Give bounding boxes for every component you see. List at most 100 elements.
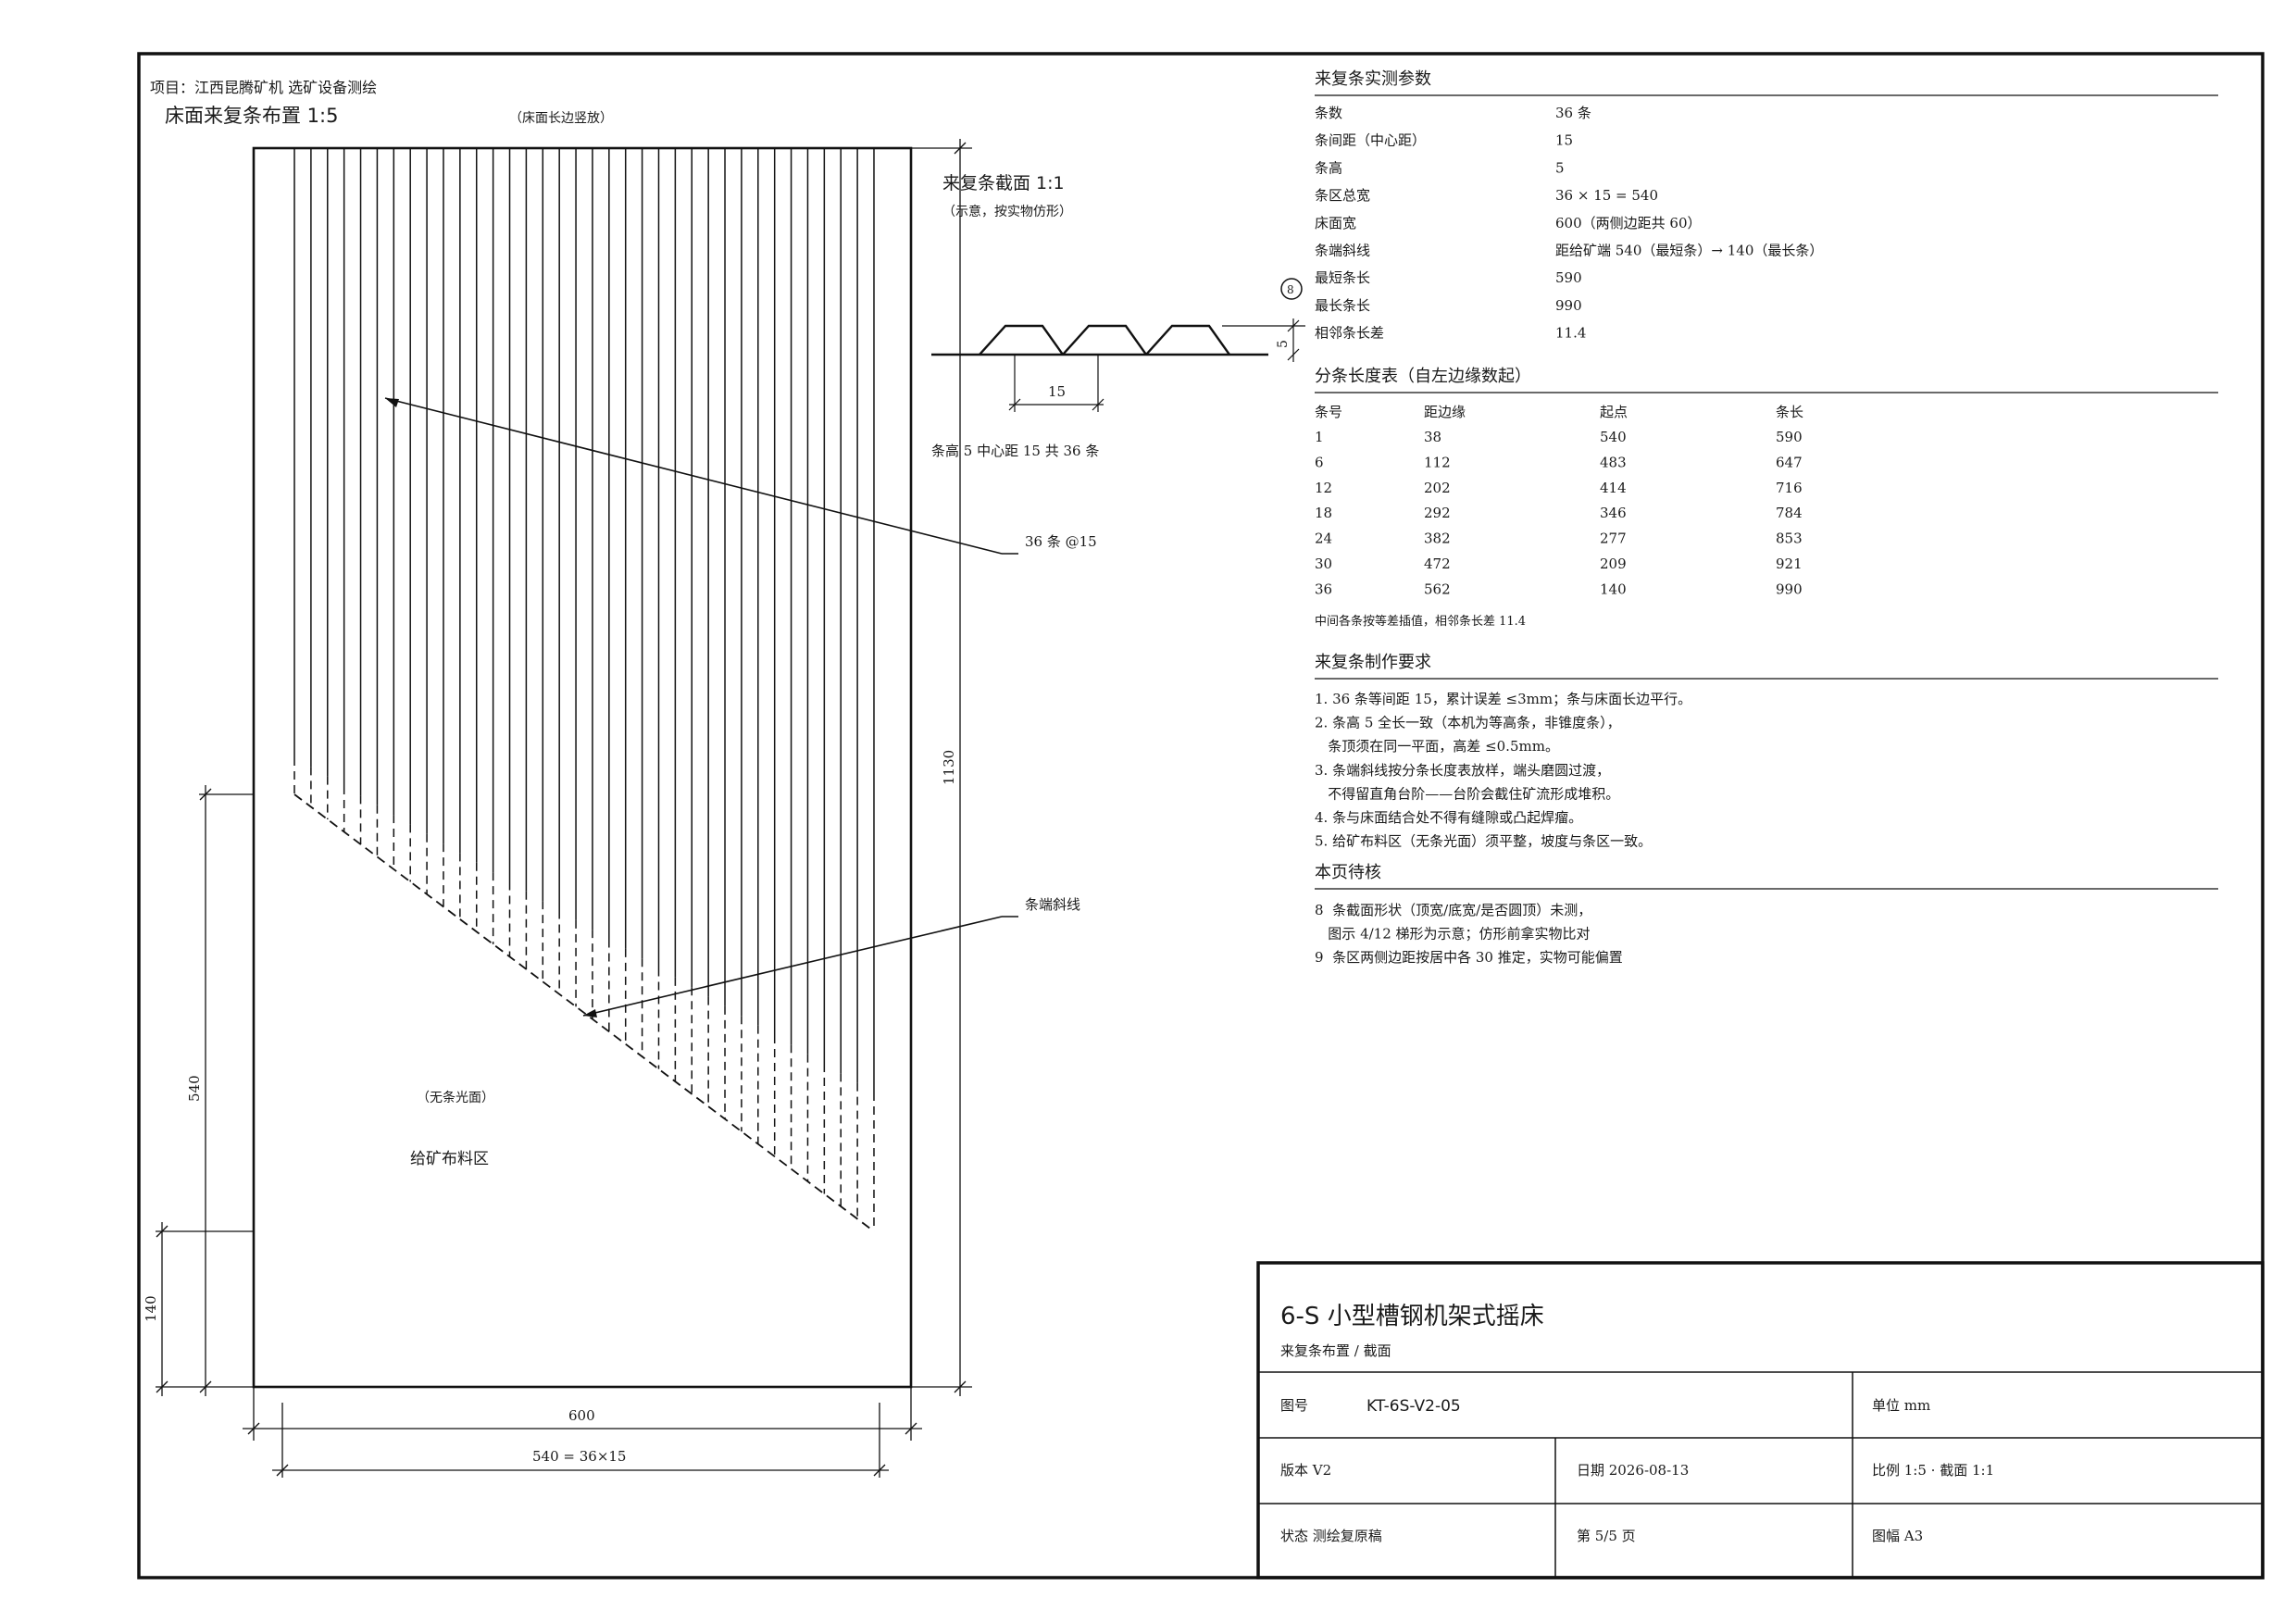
sheet-size-cell: 图幅 A3 bbox=[1872, 1528, 1923, 1544]
lengths-cell: 414 bbox=[1600, 480, 1627, 496]
pending-line: 9 条区两侧边距按居中各 30 推定，实物可能偏置 bbox=[1315, 949, 1623, 966]
requirement-line: 2. 条高 5 全长一致（本机为等高条，非锥度条）， bbox=[1315, 715, 1621, 731]
riffle-profile-3 bbox=[1145, 324, 1230, 356]
lengths-cell: 590 bbox=[1776, 429, 1803, 445]
status-cell: 状态 测绘复原稿 bbox=[1280, 1528, 1382, 1544]
date-cell: 日期 2026-08-13 bbox=[1577, 1462, 1689, 1479]
param-value: 590 bbox=[1555, 269, 1582, 286]
lengths-cell: 209 bbox=[1600, 556, 1627, 572]
lengths-column-header: 条长 bbox=[1776, 404, 1803, 420]
lengths-cell: 292 bbox=[1424, 505, 1451, 521]
title-block bbox=[1256, 1261, 2265, 1579]
slant-label: 条端斜线 bbox=[1025, 896, 1080, 913]
lengths-cell: 853 bbox=[1776, 531, 1803, 547]
dim-length-value: 1130 bbox=[941, 750, 957, 785]
dim-width-value: 600 bbox=[568, 1407, 595, 1424]
section-view bbox=[931, 278, 1305, 412]
unit-cell: 单位 mm bbox=[1872, 1397, 1930, 1414]
requirement-line: 4. 条与床面结合处不得有缝隙或凸起焊瘤。 bbox=[1315, 809, 1582, 826]
dim-longest-offset bbox=[156, 1222, 254, 1396]
lengths-cell: 12 bbox=[1315, 480, 1332, 496]
param-key: 条区总宽 bbox=[1315, 187, 1370, 204]
lengths-column-header: 距边缘 bbox=[1424, 404, 1466, 420]
requirements-section: 来复条制作要求 1. 36 条等间距 15，累计误差 ≤3mm；条与床面长边平行… bbox=[1315, 653, 2218, 850]
param-key: 最短条长 bbox=[1315, 269, 1370, 286]
dim-width bbox=[243, 1387, 922, 1478]
bar-count-label: 36 条 @15 bbox=[1025, 533, 1097, 550]
param-key: 相邻条长差 bbox=[1315, 325, 1384, 342]
lengths-cell: 38 bbox=[1424, 429, 1441, 445]
lengths-cell: 540 bbox=[1600, 429, 1627, 445]
param-key: 条间距（中心距） bbox=[1315, 132, 1426, 149]
drawing-no: KT-6S-V2-05 bbox=[1366, 1397, 1461, 1416]
deck-outline bbox=[252, 146, 913, 1389]
param-value: 990 bbox=[1555, 297, 1582, 314]
lengths-cell: 382 bbox=[1424, 531, 1451, 547]
lengths-cell: 6 bbox=[1315, 454, 1324, 470]
project-label: 项目：江西昆腾矿机 选矿设备测绘 bbox=[150, 79, 377, 96]
dim-bar-zone-value: 540 = 36×15 bbox=[532, 1448, 626, 1465]
plan-view: 36 条 @15 条端斜线 （无条光面） 给矿布料区 600 540 = 36×… bbox=[143, 139, 1097, 1478]
param-key: 最长条长 bbox=[1315, 297, 1370, 314]
page-cell: 第 5/5 页 bbox=[1577, 1528, 1636, 1544]
lengths-cell: 202 bbox=[1424, 480, 1451, 496]
riffle-profile-1 bbox=[979, 324, 1064, 356]
lengths-cell: 18 bbox=[1315, 505, 1332, 521]
requirement-line: 1. 36 条等间距 15，累计误差 ≤3mm；条与床面长边平行。 bbox=[1315, 691, 1691, 707]
lengths-cell: 562 bbox=[1424, 581, 1451, 597]
leader-arrowhead bbox=[385, 398, 399, 407]
param-value: 11.4 bbox=[1555, 325, 1586, 342]
lengths-cell: 784 bbox=[1776, 505, 1803, 521]
lengths-cell: 921 bbox=[1776, 556, 1803, 572]
plan-note: （床面长边竖放） bbox=[509, 111, 613, 126]
review-marker-circle bbox=[1280, 278, 1303, 300]
param-value: 15 bbox=[1555, 132, 1573, 149]
lengths-cell: 346 bbox=[1600, 505, 1627, 521]
drawing-subtitle: 来复条布置 / 截面 bbox=[1280, 1342, 1391, 1359]
pending-line: 8 条截面形状（顶宽/底宽/是否圆顶）未测， bbox=[1315, 902, 1591, 918]
lengths-cell: 140 bbox=[1600, 581, 1627, 597]
section-caption: 条高 5 中心距 15 共 36 条 bbox=[931, 443, 1099, 459]
lengths-cell: 277 bbox=[1600, 531, 1627, 547]
pending-line: 图示 4/12 梯形为示意；仿形前拿实物比对 bbox=[1315, 926, 1591, 943]
params-heading: 来复条实测参数 bbox=[1315, 69, 1431, 89]
lengths-cell: 647 bbox=[1776, 454, 1803, 470]
lengths-cell: 36 bbox=[1315, 581, 1332, 597]
requirement-line: 条顶须在同一平面，高差 ≤0.5mm。 bbox=[1315, 738, 1559, 755]
requirement-line: 不得留直角台阶——台阶会截住矿流形成堆积。 bbox=[1315, 785, 1619, 802]
param-value: 距给矿端 540（最短条）→ 140（最长条） bbox=[1555, 243, 1823, 259]
lengths-heading: 分条长度表（自左边缘数起） bbox=[1315, 367, 1531, 386]
dim-shortest bbox=[156, 785, 254, 1396]
dim-shortest-value: 540 bbox=[186, 1075, 203, 1102]
riffle-profile-2 bbox=[1062, 324, 1147, 356]
lengths-cell: 990 bbox=[1776, 581, 1803, 597]
lengths-cell: 1 bbox=[1315, 429, 1324, 445]
param-value: 36 条 bbox=[1555, 105, 1591, 121]
requirement-line: 5. 给矿布料区（无条光面）须平整，坡度与条区一致。 bbox=[1315, 833, 1652, 850]
version-cell: 版本 V2 bbox=[1280, 1462, 1331, 1479]
lengths-cell: 472 bbox=[1424, 556, 1451, 572]
lengths-cell: 30 bbox=[1315, 556, 1332, 572]
feed-zone-label: 给矿布料区 bbox=[410, 1150, 489, 1168]
bar-end-slant-line bbox=[293, 793, 875, 1232]
section-dim-height: 5 bbox=[1276, 340, 1291, 348]
param-value: 36 × 15 = 540 bbox=[1555, 187, 1658, 204]
drawing-no-label: 图号 bbox=[1280, 1397, 1308, 1414]
section-note: （示意，按实物仿形） bbox=[942, 204, 1072, 219]
param-value: 600（两侧边距共 60） bbox=[1555, 215, 1702, 231]
pending-heading: 本页待核 bbox=[1315, 863, 1381, 882]
lengths-footnote: 中间各条按等差插值，相邻条长差 11.4 bbox=[1315, 614, 1526, 629]
drawing-title: 6-S 小型槽钢机架式摇床 bbox=[1280, 1303, 1544, 1330]
param-value: 5 bbox=[1555, 159, 1565, 176]
requirement-line: 3. 条端斜线按分条长度表放样，端头磨圆过渡， bbox=[1315, 762, 1610, 779]
requirements-heading: 来复条制作要求 bbox=[1315, 653, 1431, 672]
param-key: 床面宽 bbox=[1315, 215, 1356, 231]
pending-section: 本页待核 8 条截面形状（顶宽/底宽/是否圆顶）未测， 图示 4/12 梯形为示… bbox=[1315, 863, 2218, 966]
section-dim-pitch: 15 bbox=[1048, 383, 1066, 400]
dim-longest-offset-value: 140 bbox=[143, 1295, 159, 1322]
sheet-border bbox=[137, 52, 2265, 1579]
bar-count-leader bbox=[384, 397, 1003, 555]
